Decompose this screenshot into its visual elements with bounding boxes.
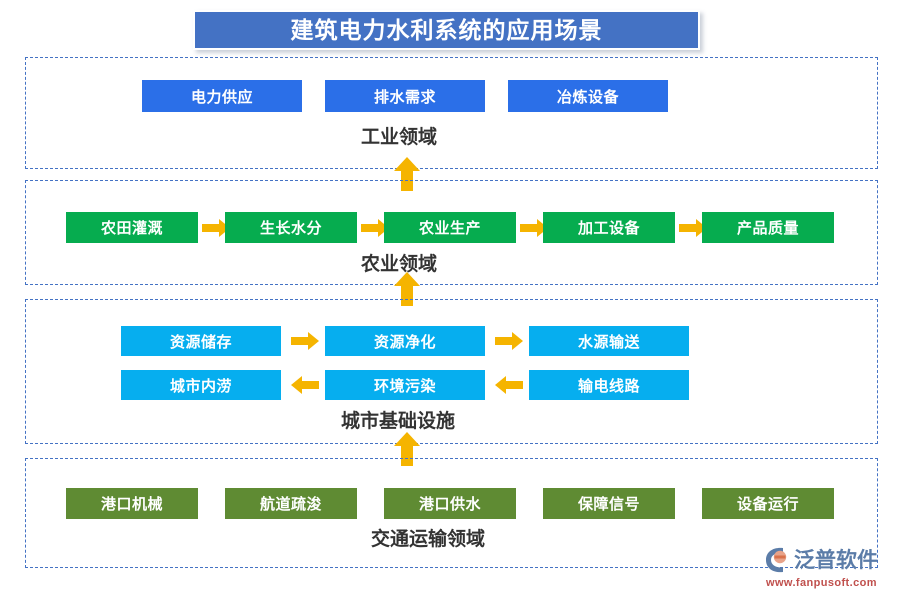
- section-panel-agriculture: [25, 180, 878, 285]
- node-agriculture-1[interactable]: 生长水分: [225, 212, 357, 243]
- page-title: 建筑电力水利系统的应用场景: [290, 16, 603, 43]
- logo-name: 泛普软件: [794, 548, 878, 572]
- node-agriculture-3[interactable]: 加工设备: [543, 212, 675, 243]
- node-city-r1-1[interactable]: 资源净化: [325, 326, 485, 356]
- arrow-left-city-r2-0: [291, 376, 319, 394]
- node-transport-0[interactable]: 港口机械: [66, 488, 198, 519]
- node-industry-0[interactable]: 电力供应: [142, 80, 302, 112]
- section-panel-transport: [25, 458, 878, 568]
- arrow-right-agriculture-2: [520, 219, 548, 237]
- watermark-logo: 泛普软件 www.fanpusoft.com: [762, 544, 894, 596]
- node-transport-4[interactable]: 设备运行: [702, 488, 834, 519]
- logo-url: www.fanpusoft.com: [766, 577, 877, 589]
- node-agriculture-4[interactable]: 产品质量: [702, 212, 834, 243]
- node-transport-2[interactable]: 港口供水: [384, 488, 516, 519]
- page-title-banner: 建筑电力水利系统的应用场景: [193, 10, 700, 50]
- arrow-right-city-r1-1: [495, 332, 523, 350]
- arrow-right-agriculture-0: [202, 219, 230, 237]
- node-industry-1[interactable]: 排水需求: [325, 80, 485, 112]
- section-label-agriculture: 农业领域: [361, 254, 438, 275]
- node-city-r2-0[interactable]: 城市内涝: [121, 370, 281, 400]
- section-panel-industry: [25, 57, 878, 169]
- section-label-city: 城市基础设施: [341, 411, 456, 432]
- fanpu-logo-icon: [762, 546, 792, 574]
- section-panel-city: [25, 299, 878, 444]
- node-city-r2-2[interactable]: 输电线路: [529, 370, 689, 400]
- flow-arrow-up-3: [394, 432, 420, 466]
- node-agriculture-0[interactable]: 农田灌溉: [66, 212, 198, 243]
- arrow-left-city-r2-1: [495, 376, 523, 394]
- node-industry-2[interactable]: 冶炼设备: [508, 80, 668, 112]
- arrow-right-city-r1-0: [291, 332, 319, 350]
- section-label-transport: 交通运输领域: [371, 529, 486, 550]
- node-transport-1[interactable]: 航道疏浚: [225, 488, 357, 519]
- logo-row: 泛普软件: [762, 544, 894, 576]
- node-transport-3[interactable]: 保障信号: [543, 488, 675, 519]
- arrow-right-agriculture-3: [679, 219, 707, 237]
- flow-arrow-up-2: [394, 272, 420, 306]
- arrow-right-agriculture-1: [361, 219, 389, 237]
- section-label-industry: 工业领域: [361, 127, 438, 148]
- node-city-r1-0[interactable]: 资源储存: [121, 326, 281, 356]
- node-agriculture-2[interactable]: 农业生产: [384, 212, 516, 243]
- node-city-r1-2[interactable]: 水源输送: [529, 326, 689, 356]
- node-city-r2-1[interactable]: 环境污染: [325, 370, 485, 400]
